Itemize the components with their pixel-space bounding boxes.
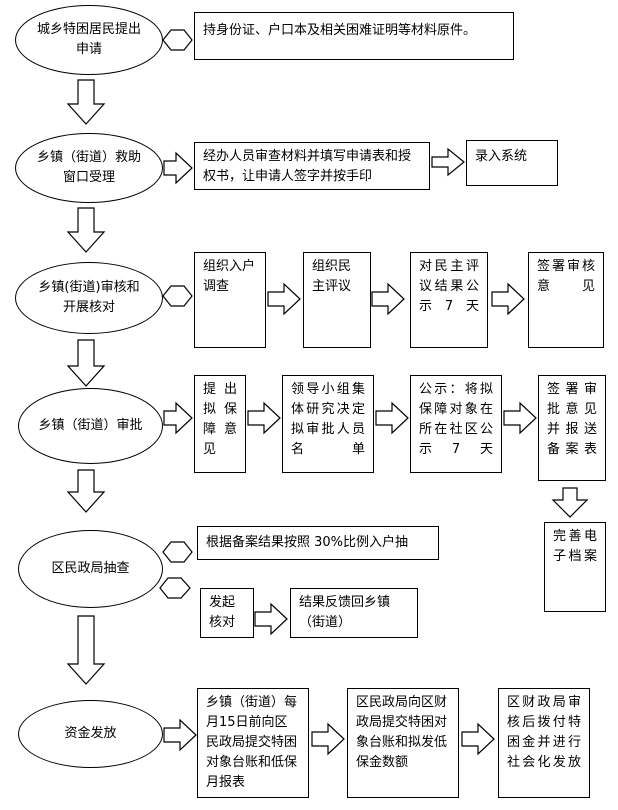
box-group-study: 领导小组集体研究决定拟审批人员名单 — [282, 375, 374, 473]
connector-arrow-down — [66, 615, 106, 685]
stage-fund-payout-label: 资金发放 — [64, 726, 117, 741]
stage-township-review-label: 乡镇(街道)审核和开展核对 — [38, 280, 140, 315]
box-community-notice: 公示：将拟保障对象在所在社区公示7天 — [410, 375, 502, 473]
box-materials: 持身份证、户口本及相关困难证明等材料原件。 — [194, 12, 514, 60]
connector-hexagon — [159, 577, 191, 599]
connector-hexagon — [162, 541, 193, 563]
box-public-notice-7-text: 对民主评议结果公示7天 — [419, 259, 479, 314]
stage-district-check-label: 区民政局抽查 — [51, 561, 130, 576]
connector-arrow-right — [491, 282, 525, 316]
box-initiate-verify: 发起核对 — [200, 588, 254, 638]
stage-fund-payout: 资金发放 — [18, 700, 163, 768]
stage-window-accept-label: 乡镇（街道）救助窗口受理 — [36, 150, 141, 185]
box-random-check: 根据备案结果按照 30%比例入户抽 — [197, 526, 439, 560]
box-submit-finance-text: 区民政局向区财政局提交特困对象台账和拟发低保金数额 — [356, 695, 448, 770]
connector-arrow-right — [503, 401, 537, 435]
connector-arrow-right — [375, 401, 409, 435]
box-public-notice-7: 对民主评议结果公示7天 — [410, 252, 488, 348]
box-home-survey: 组织入户调查 — [194, 252, 266, 348]
box-review-sign: 经办人员审查材料并填写申请表和授权书，让申请人签字并按手印 — [194, 142, 430, 190]
box-complete-archive-text: 完善电子档案 — [553, 529, 597, 564]
connector-arrow-down — [66, 339, 106, 387]
box-democratic-review-text: 组织民主评议 — [312, 259, 352, 294]
box-enter-system: 录入系统 — [466, 140, 558, 186]
connector-arrow-right — [431, 147, 465, 177]
box-propose-opinion-text: 提出拟保障意见 — [203, 382, 237, 457]
stage-township-approve-label: 乡镇（街道）审批 — [38, 418, 143, 433]
connector-arrow-right — [254, 602, 288, 636]
connector-arrow-right — [247, 401, 281, 435]
box-sign-opinion: 签署审核意见 — [528, 252, 604, 348]
box-random-check-text: 根据备案结果按照 30%比例入户抽 — [206, 535, 409, 550]
connector-arrow-right — [163, 151, 193, 185]
box-group-study-text: 领导小组集体研究决定拟审批人员名单 — [291, 382, 365, 457]
box-feedback-text: 结果反馈回乡镇（街道） — [299, 595, 391, 630]
stage-apply: 城乡特困居民提出申请 — [15, 5, 163, 75]
connector-arrow-down — [551, 487, 589, 518]
box-materials-text: 持身份证、户口本及相关困难证明等材料原件。 — [203, 23, 477, 38]
stage-window-accept: 乡镇（街道）救助窗口受理 — [15, 133, 163, 203]
box-monthly-report: 乡镇（街道）每月15日前向区民政局提交特困对象台账和低保月报表 — [197, 688, 309, 798]
box-sign-approval-text: 签署审批意见并报送备案表 — [547, 382, 597, 457]
connector-arrow-right — [461, 722, 495, 756]
box-finance-payout: 区财政局审核后拨付特困金并进行社会化发放 — [498, 688, 590, 798]
connector-arrow-right — [267, 282, 301, 316]
box-finance-payout-text: 区财政局审核后拨付特困金并进行社会化发放 — [507, 695, 581, 770]
box-sign-approval: 签署审批意见并报送备案表 — [538, 375, 606, 481]
stage-township-review: 乡镇(街道)审核和开展核对 — [15, 262, 163, 334]
box-sign-opinion-text: 签署审核意见 — [537, 259, 595, 294]
box-initiate-verify-text: 发起核对 — [209, 595, 236, 630]
box-community-notice-text: 公示：将拟保障对象在所在社区公示7天 — [419, 382, 493, 457]
stage-apply-label: 城乡特困居民提出申请 — [36, 22, 141, 57]
connector-arrow-right — [311, 722, 345, 756]
box-feedback: 结果反馈回乡镇（街道） — [290, 588, 418, 638]
box-review-sign-text: 经办人员审查材料并填写申请表和授权书，让申请人签字并按手印 — [203, 149, 412, 184]
connector-arrow-down — [66, 469, 106, 513]
connector-arrow-right — [163, 718, 197, 752]
connector-hexagon — [162, 29, 193, 51]
stage-township-approve: 乡镇（街道）审批 — [18, 388, 163, 464]
connector-arrow-right — [163, 401, 193, 435]
box-monthly-report-text: 乡镇（街道）每月15日前向区民政局提交特困对象台账和低保月报表 — [206, 695, 298, 790]
box-complete-archive: 完善电子档案 — [544, 522, 606, 612]
box-enter-system-text: 录入系统 — [475, 149, 528, 164]
connector-arrow-right — [371, 282, 405, 316]
box-submit-finance: 区民政局向区财政局提交特困对象台账和拟发低保金数额 — [347, 688, 459, 798]
connector-hexagon — [162, 285, 193, 307]
connector-arrow-down — [66, 79, 106, 125]
box-propose-opinion: 提出拟保障意见 — [194, 375, 246, 473]
box-democratic-review: 组织民主评议 — [303, 252, 371, 348]
box-home-survey-text: 组织入户调查 — [203, 259, 256, 294]
stage-district-check: 区民政局抽查 — [18, 530, 163, 608]
connector-arrow-down — [66, 207, 106, 253]
